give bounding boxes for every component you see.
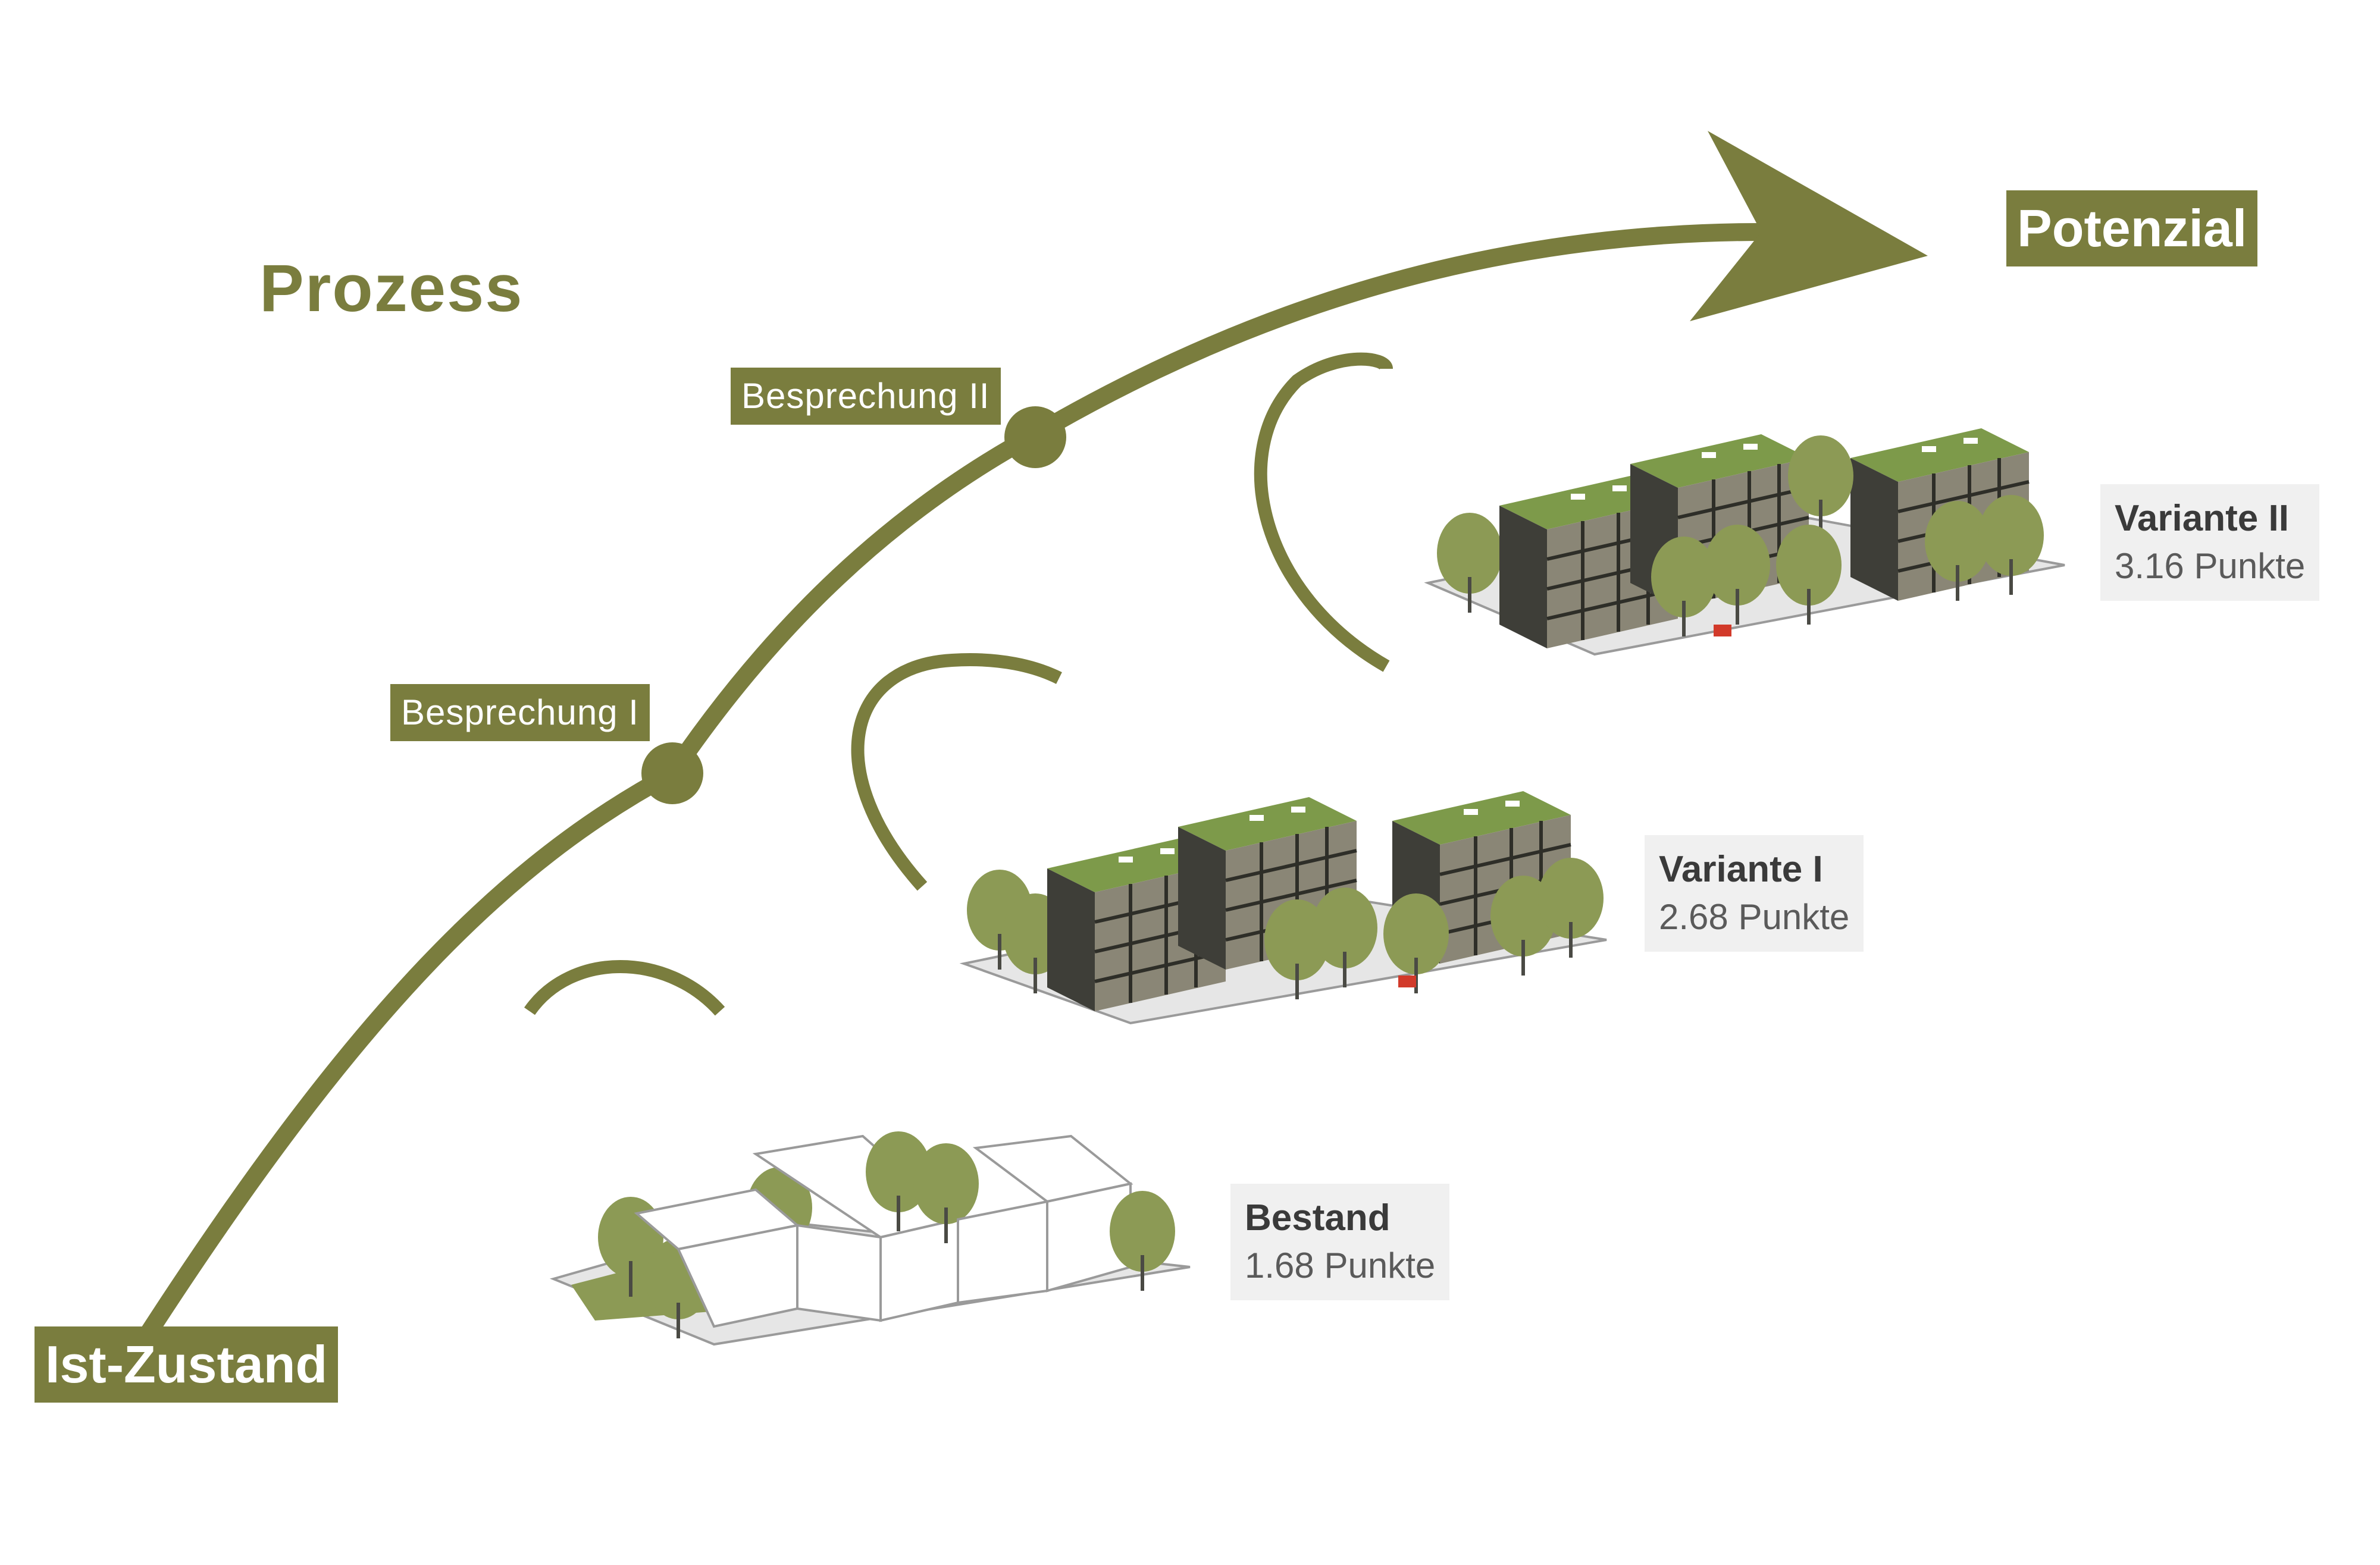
variant-score: 2.68 Punkte bbox=[1659, 897, 1850, 937]
variant-score: 3.16 Punkte bbox=[2115, 546, 2306, 586]
stage-meeting-1-label: Besprechung I bbox=[390, 684, 650, 741]
variant-name: Variante II bbox=[2115, 498, 2289, 539]
variant-info-bestand: Bestand 1.68 Punkte bbox=[1230, 1184, 1450, 1300]
variant-name: Bestand bbox=[1245, 1197, 1391, 1238]
diagram-title: Prozess bbox=[259, 251, 524, 325]
stage-start-label: Ist-Zustand bbox=[35, 1326, 339, 1403]
arrow-head-icon bbox=[1690, 131, 1928, 321]
milestone-dot-1 bbox=[641, 742, 703, 804]
stage-meeting-2-label: Besprechung II bbox=[731, 368, 1001, 425]
stage-arcs bbox=[524, 352, 1393, 1016]
variante-2-illustration bbox=[1424, 428, 2065, 656]
variant-name: Variante I bbox=[1659, 849, 1823, 890]
bestand-illustration bbox=[549, 1131, 1191, 1346]
process-curve bbox=[140, 223, 1770, 1341]
variante-1-illustration bbox=[959, 791, 1607, 1025]
variant-info-variante-1: Variante I 2.68 Punkte bbox=[1645, 835, 1864, 952]
milestone-dot-2 bbox=[1004, 406, 1066, 468]
stage-end-label: Potenzial bbox=[2006, 190, 2258, 266]
variant-info-variante-2: Variante II 3.16 Punkte bbox=[2100, 484, 2320, 601]
variant-score: 1.68 Punkte bbox=[1245, 1246, 1436, 1285]
